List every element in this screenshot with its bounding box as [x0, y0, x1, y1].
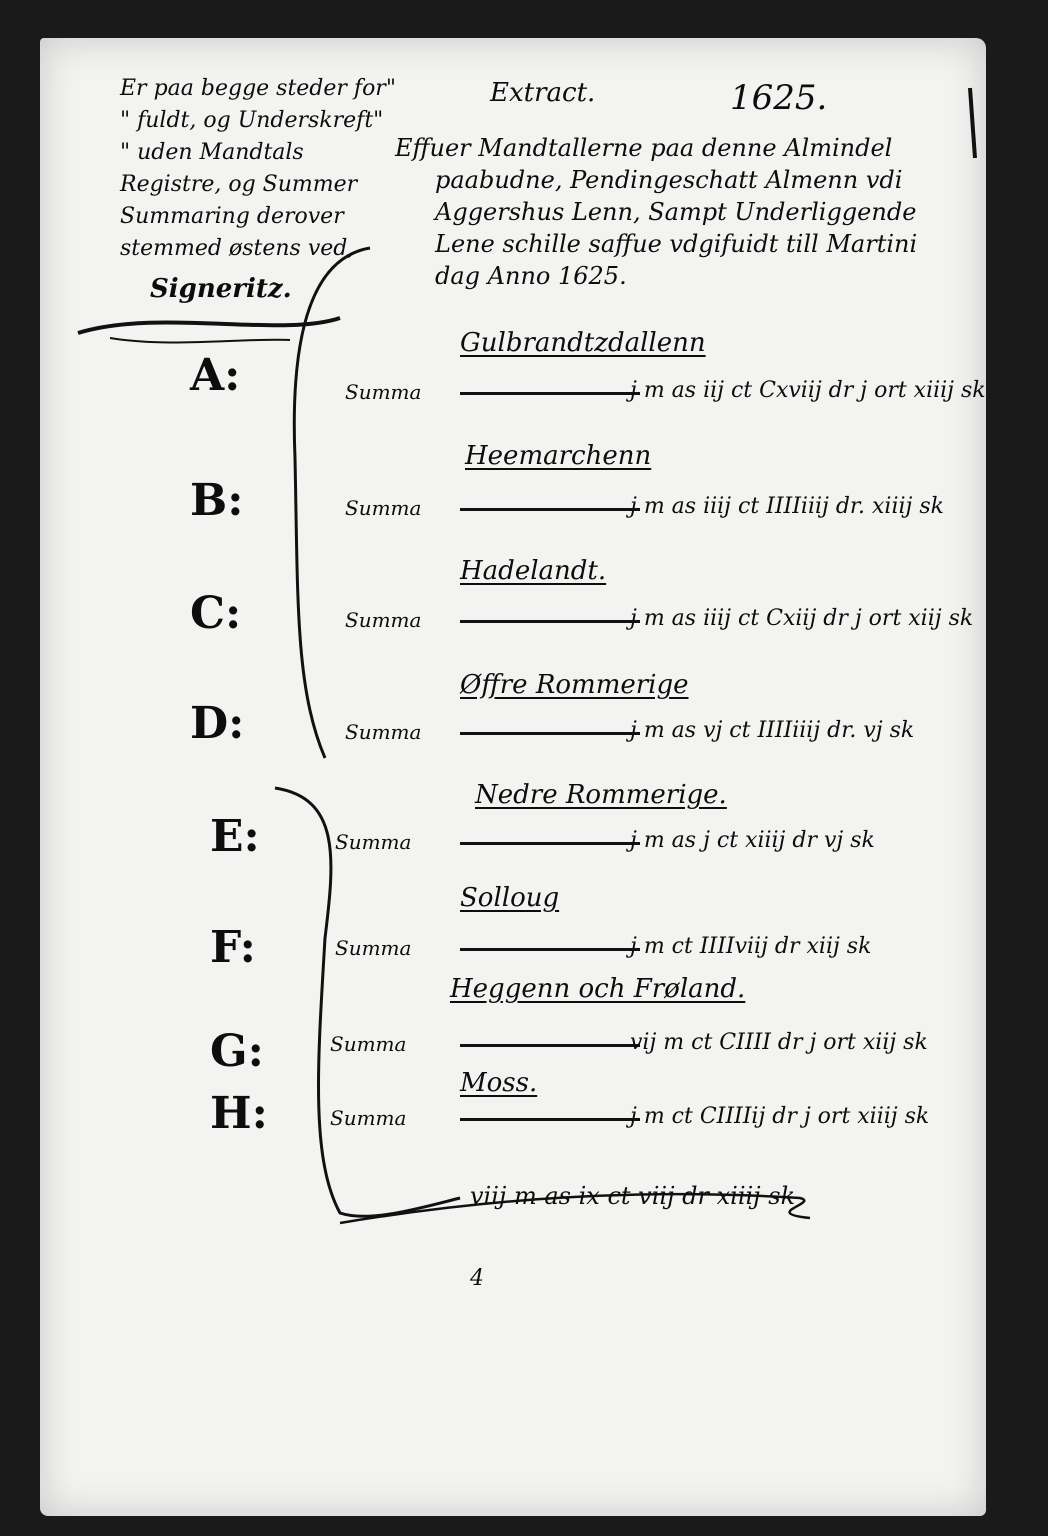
ink-strokes: [77, 87, 977, 1225]
district-name: Heemarchenn: [465, 441, 652, 471]
summa-value: j m as j ct xiiij dr vj sk: [630, 828, 875, 853]
district-name: Gulbrandtzdallenn: [460, 328, 706, 358]
summa-value: j m ct CIIIIij dr j ort xiiij sk: [630, 1104, 930, 1129]
folio-number: 4: [470, 1266, 484, 1291]
summa-value: j m as vj ct IIIIiiij dr. vj sk: [630, 718, 915, 743]
entry-letter: F:: [210, 922, 256, 973]
document-year: 1625.: [730, 78, 828, 118]
marginal-note-line: Summaring derover: [120, 204, 344, 229]
summa-label: Summa: [335, 830, 412, 854]
district-name: Heggenn och Frøland.: [450, 974, 746, 1004]
entry-letter: A:: [190, 350, 241, 401]
entry-letter: B:: [190, 475, 244, 526]
entry-letter: D:: [190, 698, 245, 749]
district-name: Hadelandt.: [460, 556, 607, 586]
marginal-note-line: Er paa begge steder for": [120, 76, 396, 101]
district-name: Moss.: [460, 1068, 538, 1098]
summa-value: j m as iiij ct Cxiij dr j ort xiij sk: [630, 606, 974, 631]
summa-dash: [460, 948, 640, 951]
heading-line: paabudne, Pendingeschatt Almenn vdi: [435, 166, 903, 194]
summa-value: j m ct IIIIviij dr xiij sk: [630, 934, 872, 959]
summa-label: Summa: [345, 496, 422, 520]
grand-total-value: viij m as ix ct viij dr xiiij sk: [470, 1182, 796, 1210]
summa-dash: [460, 732, 640, 735]
heading-line: Effuer Mandtallerne paa denne Almindel: [395, 134, 893, 162]
entry-letter: G:: [210, 1026, 264, 1077]
entry-letter: E:: [210, 811, 260, 862]
summa-label: Summa: [330, 1032, 407, 1056]
entry-letter: C:: [190, 588, 242, 639]
entry-letter: H:: [210, 1088, 268, 1139]
summa-label: Summa: [335, 936, 412, 960]
summa-label: Summa: [345, 720, 422, 744]
summa-dash: [460, 1044, 640, 1047]
summa-dash: [460, 842, 640, 845]
district-name: Nedre Rommerige.: [475, 780, 727, 810]
district-name: Øffre Rommerige: [460, 670, 689, 700]
summa-label: Summa: [330, 1106, 407, 1130]
summa-dash: [460, 508, 640, 511]
summa-value: j m as iij ct Cxviij dr j ort xiiij sk: [630, 378, 986, 403]
marginal-note-signature: Signeritz.: [150, 274, 292, 304]
heading-line: Aggershus Lenn, Sampt Underliggende: [435, 198, 917, 226]
marginal-note-line: Registre, og Summer: [120, 172, 358, 197]
manuscript-page: Er paa begge steder for" " fuldt, og Und…: [40, 38, 986, 1516]
summa-dash: [460, 1118, 640, 1121]
summa-dash: [460, 620, 640, 623]
summa-value: j m as iiij ct IIIIiiij dr. xiiij sk: [630, 494, 944, 519]
summa-label: Summa: [345, 608, 422, 632]
district-name: Solloug: [460, 883, 560, 913]
marginal-note-line: stemmed østens ved,: [120, 236, 355, 261]
heading-line: dag Anno 1625.: [435, 262, 627, 290]
extract-label: Extract.: [490, 78, 596, 108]
summa-value: vij m ct CIIII dr j ort xiij sk: [630, 1030, 928, 1055]
summa-dash: [460, 392, 640, 395]
marginal-note-line: " fuldt, og Underskreft": [120, 108, 384, 133]
heading-line: Lene schille saffue vdgifuidt till Marti…: [435, 230, 918, 258]
summa-label: Summa: [345, 380, 422, 404]
marginal-note-line: " uden Mandtals: [120, 140, 304, 165]
